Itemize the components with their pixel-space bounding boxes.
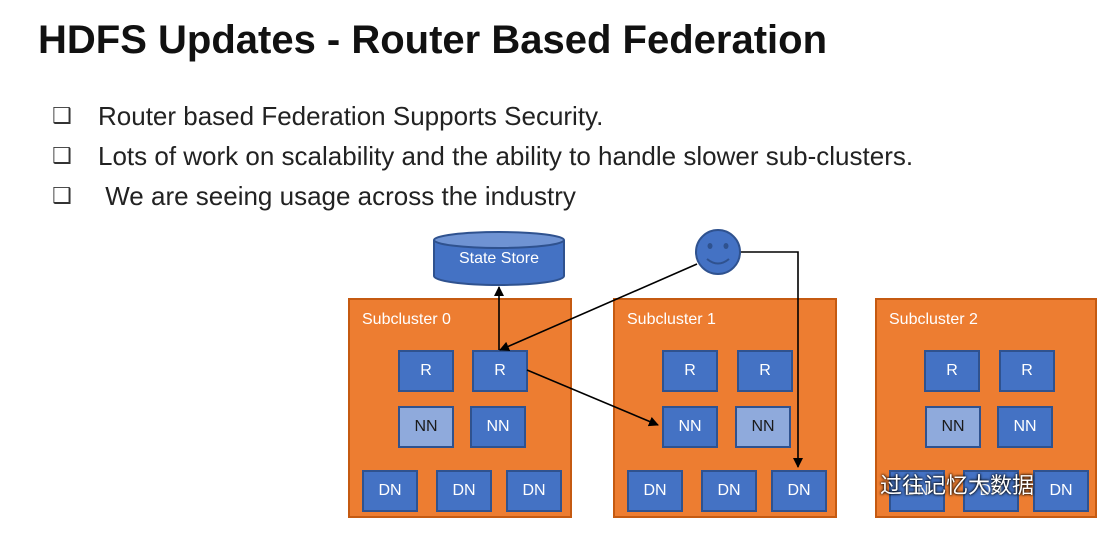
hollow-square-icon: ❑ [52,103,72,128]
bullet-item: ❑ We are seeing usage across the industr… [52,176,913,216]
router-node: R [924,350,980,392]
active-namenode: NN [997,406,1053,448]
hollow-square-icon: ❑ [52,143,72,168]
subcluster-label: Subcluster 1 [627,311,716,328]
router-node: R [398,350,454,392]
subcluster-1: Subcluster 1 R R NN NN DN DN DN [613,298,837,518]
router-node: R [472,350,528,392]
wechat-icon [837,470,871,496]
standby-namenode: NN [925,406,981,448]
active-namenode: NN [470,406,526,448]
router-node: R [737,350,793,392]
datanode: DN [506,470,562,512]
bullet-text: Router based Federation Supports Securit… [98,100,604,131]
active-namenode: NN [662,406,718,448]
bullet-item: ❑ Lots of work on scalability and the ab… [52,136,913,176]
client-smiley-icon [695,229,741,275]
subcluster-label: Subcluster 0 [362,311,451,328]
router-node: R [999,350,1055,392]
datanode: DN [771,470,827,512]
datanode: DN [963,470,1019,512]
bullet-text: We are seeing usage across the industry [98,180,576,211]
state-store: State Store [432,230,566,286]
datanode: DN [1033,470,1089,512]
datanode: DN [436,470,492,512]
state-store-label: State Store [458,250,540,267]
database-cylinder-icon [433,231,565,286]
subcluster-label: Subcluster 2 [889,311,978,328]
router-node: R [662,350,718,392]
bullet-text: Lots of work on scalability and the abil… [98,140,914,171]
datanode: DN [701,470,757,512]
bullet-item: ❑ Router based Federation Supports Secur… [52,96,913,136]
watermark: 过往记忆大数据 [836,468,1034,500]
hollow-square-icon: ❑ [52,183,72,208]
bullet-list: ❑ Router based Federation Supports Secur… [52,96,913,216]
watermark-text: 过往记忆大数据 [880,473,1035,498]
standby-namenode: NN [398,406,454,448]
subcluster-2: Subcluster 2 R R NN NN DN DN DN [875,298,1097,518]
subcluster-0: Subcluster 0 R R NN NN DN DN DN [348,298,572,518]
datanode: DN [362,470,418,512]
standby-namenode: NN [735,406,791,448]
datanode: DN [889,470,945,512]
slide-title: HDFS Updates - Router Based Federation [38,18,828,62]
datanode: DN [627,470,683,512]
